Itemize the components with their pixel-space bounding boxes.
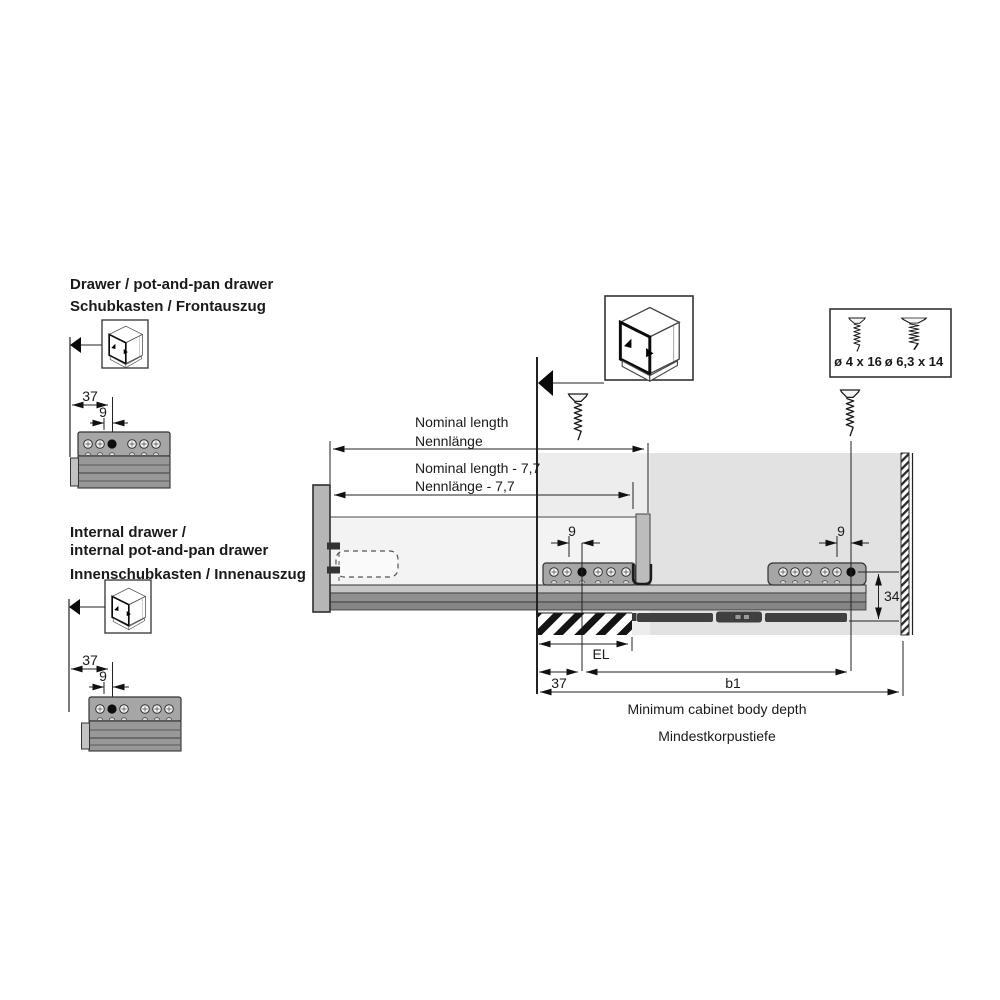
runner-rail xyxy=(329,584,867,611)
dim-el-label: EL xyxy=(592,646,609,662)
rear-mounting-flange xyxy=(767,562,867,586)
min-depth-en: Minimum cabinet body depth xyxy=(628,701,807,717)
internal-title-en-2: internal pot-and-pan drawer xyxy=(70,542,269,559)
drawer-title-de: Schubkasten / Frontauszug xyxy=(70,298,266,315)
rail-front-tab xyxy=(81,722,90,750)
front-fixing-clip xyxy=(327,566,340,574)
screw-large-label: ø 6,3 x 14 xyxy=(885,354,944,369)
cabinet-back-wall xyxy=(900,452,910,636)
internal-dim-9: 9 xyxy=(89,668,129,694)
dim-el: EL xyxy=(539,637,633,662)
latch-strip xyxy=(628,611,847,623)
min-depth-de: Mindestkorpustiefe xyxy=(658,728,776,744)
front-arrow-icon xyxy=(69,599,80,615)
screw-icon xyxy=(839,389,861,437)
nominal-length-de: Nennlänge xyxy=(415,433,483,449)
dim-9-rear: 9 xyxy=(819,523,869,557)
drawer-section: Drawer / pot-and-pan drawer Schubkasten … xyxy=(69,276,274,489)
internal-drawer-section: Internal drawer / internal pot-and-pan d… xyxy=(68,524,306,752)
drawer-title-en: Drawer / pot-and-pan drawer xyxy=(70,276,274,293)
dim-9-front: 9 xyxy=(551,523,600,557)
nominal-length-minus-en: Nominal length - 7,7 xyxy=(415,460,541,476)
dim-nominal-length-minus: Nominal length - 7,7 Nennlänge - 7,7 xyxy=(334,460,634,509)
dim-b1-label: b1 xyxy=(725,675,741,691)
dim-9-label: 9 xyxy=(99,668,107,684)
drawer-dim-9: 9 xyxy=(90,404,128,430)
dim-9-label: 9 xyxy=(99,404,107,420)
internal-title-de: Innenschubkasten / Innenauszug xyxy=(70,566,306,583)
front-arrow-icon xyxy=(70,337,81,353)
nominal-length-en: Nominal length xyxy=(415,414,508,430)
internal-rail-profile xyxy=(81,696,182,752)
dim-37-label: 37 xyxy=(82,388,98,404)
internal-title-en-1: Internal drawer / xyxy=(70,524,187,541)
main-view: ø 4 x 16 ø 6,3 x 14 Nominal length Nennl… xyxy=(312,295,952,744)
front-mounting-flange xyxy=(542,562,636,586)
dim-37-label: 37 xyxy=(82,652,98,668)
dim-9-label: 9 xyxy=(837,523,845,539)
dim-min-depth: Minimum cabinet body depth Mindestkorpus… xyxy=(540,641,904,744)
rear-bracket xyxy=(635,513,651,586)
rail-front-tab xyxy=(70,457,79,487)
dim-b1: b1 xyxy=(586,668,847,691)
drawer-rail-profile xyxy=(70,431,171,489)
front-arrow-icon xyxy=(538,370,553,396)
dim-34-label: 34 xyxy=(884,588,900,604)
locking-lever-dashed xyxy=(335,545,399,588)
screw-icon xyxy=(567,393,589,441)
bracket-hook xyxy=(631,564,653,586)
screw-small-label: ø 4 x 16 xyxy=(834,354,882,369)
el-hatch-zone xyxy=(537,613,632,635)
dim-9-label: 9 xyxy=(568,523,576,539)
dim-37-main: 37 xyxy=(539,668,578,691)
screw-legend: ø 4 x 16 ø 6,3 x 14 xyxy=(829,308,952,378)
dim-nominal-length: Nominal length Nennlänge xyxy=(329,414,649,513)
front-fixing-clip xyxy=(327,542,340,550)
dim-34: 34 xyxy=(849,571,900,622)
dim-37-label: 37 xyxy=(551,675,567,691)
nominal-length-minus-de: Nennlänge - 7,7 xyxy=(415,478,515,494)
